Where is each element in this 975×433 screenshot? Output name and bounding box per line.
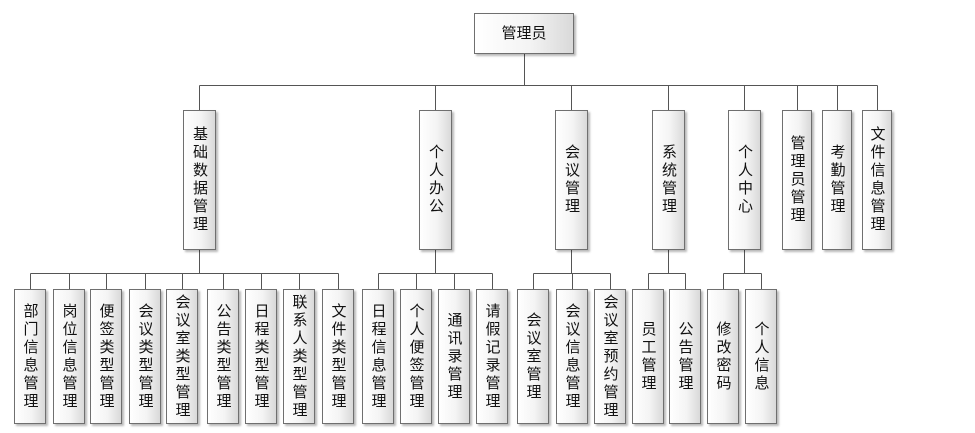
leaf-node: 请假记录管理 bbox=[476, 289, 508, 424]
leaf-node: 联系人类型管理 bbox=[283, 289, 315, 424]
leaf-label: 个人便签管理 bbox=[407, 302, 426, 411]
leaf-node: 员工管理 bbox=[632, 289, 664, 424]
leaf-node: 会议室类型管理 bbox=[166, 289, 198, 424]
leaf-node: 通讯录管理 bbox=[438, 289, 470, 424]
leaf-node: 会议信息管理 bbox=[556, 289, 588, 424]
node-label: 考勤管理 bbox=[828, 144, 847, 216]
node-label: 管理员管理 bbox=[788, 135, 807, 225]
leaf-node: 文件类型管理 bbox=[322, 289, 354, 424]
leaf-label: 文件类型管理 bbox=[329, 302, 348, 411]
root-node: 管理员 bbox=[474, 13, 574, 54]
node-huiyi: 会议管理 bbox=[555, 110, 588, 250]
leaf-node: 日程类型管理 bbox=[245, 289, 277, 424]
node-zhongxin: 个人中心 bbox=[728, 110, 761, 250]
leaf-label: 会议室预约管理 bbox=[601, 293, 620, 420]
root-label: 管理员 bbox=[501, 24, 547, 42]
node-label: 个人中心 bbox=[736, 144, 754, 216]
leaf-label: 会议室类型管理 bbox=[173, 293, 192, 420]
node-wenjian: 文件信息管理 bbox=[862, 110, 892, 250]
leaf-node: 个人信息 bbox=[745, 289, 777, 424]
leaf-label: 联系人类型管理 bbox=[290, 293, 309, 420]
node-label: 文件信息管理 bbox=[868, 126, 887, 234]
leaf-label: 员工管理 bbox=[639, 320, 658, 393]
node-geren: 个人办公 bbox=[419, 110, 452, 250]
leaf-node: 个人便签管理 bbox=[400, 289, 432, 424]
leaf-label: 请假记录管理 bbox=[483, 302, 502, 411]
leaf-node: 公告管理 bbox=[669, 289, 701, 424]
leaf-label: 个人信息 bbox=[752, 320, 771, 393]
leaf-label: 公告类型管理 bbox=[214, 302, 233, 411]
leaf-node: 公告类型管理 bbox=[207, 289, 239, 424]
leaf-node: 便签类型管理 bbox=[90, 289, 122, 424]
node-label: 系统管理 bbox=[660, 144, 678, 216]
leaf-label: 会议室管理 bbox=[524, 311, 543, 402]
leaf-label: 岗位信息管理 bbox=[60, 302, 79, 411]
node-label: 会议管理 bbox=[563, 144, 581, 216]
leaf-label: 日程类型管理 bbox=[252, 302, 271, 411]
leaf-label: 部门信息管理 bbox=[21, 302, 40, 411]
leaf-label: 修改密码 bbox=[714, 320, 733, 393]
node-kaoqin: 考勤管理 bbox=[822, 110, 852, 250]
node-xitong: 系统管理 bbox=[652, 110, 685, 250]
leaf-node: 日程信息管理 bbox=[362, 289, 394, 424]
node-jichu: 基础数据管理 bbox=[183, 110, 216, 250]
leaf-label: 会议信息管理 bbox=[563, 302, 582, 411]
node-guanliyuan: 管理员管理 bbox=[782, 110, 812, 250]
leaf-node: 会议室预约管理 bbox=[594, 289, 626, 424]
leaf-node: 岗位信息管理 bbox=[53, 289, 85, 424]
leaf-node: 修改密码 bbox=[707, 289, 739, 424]
leaf-node: 会议室管理 bbox=[517, 289, 549, 424]
node-label: 基础数据管理 bbox=[191, 126, 209, 234]
leaf-label: 公告管理 bbox=[676, 320, 695, 393]
leaf-node: 部门信息管理 bbox=[14, 289, 46, 424]
leaf-label: 通讯录管理 bbox=[445, 311, 464, 402]
leaf-label: 便签类型管理 bbox=[97, 302, 116, 411]
leaf-label: 日程信息管理 bbox=[369, 302, 388, 411]
leaf-node: 会议类型管理 bbox=[129, 289, 161, 424]
leaf-label: 会议类型管理 bbox=[136, 302, 155, 411]
node-label: 个人办公 bbox=[427, 144, 445, 216]
